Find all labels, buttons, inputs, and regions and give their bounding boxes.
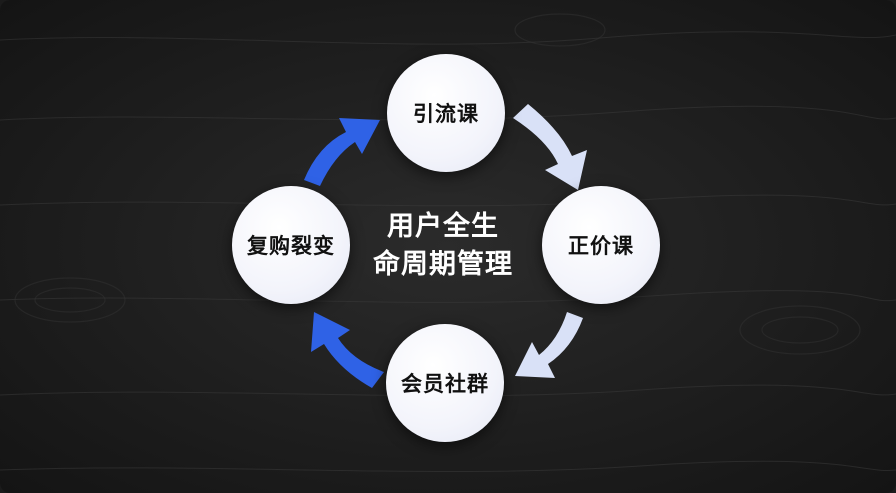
arrow-left-to-top: [304, 118, 380, 186]
node-label: 正价课: [568, 234, 634, 258]
node-label: 引流课: [413, 102, 479, 126]
node-label: 会员社群: [401, 372, 489, 396]
node-label: 复购裂变: [247, 234, 335, 258]
arrow-bottom-to-left: [311, 312, 384, 388]
center-title: 用户全生 命周期管理: [338, 208, 548, 284]
center-title-line1: 用户全生: [387, 211, 499, 242]
arrow-top-to-right: [513, 104, 587, 190]
node-member-community: 会员社群: [386, 324, 504, 442]
center-title-line2: 命周期管理: [373, 249, 513, 280]
node-traffic-course: 引流课: [387, 54, 505, 172]
arrow-right-to-bottom: [515, 312, 583, 378]
node-paid-course: 正价课: [542, 186, 660, 304]
node-repurchase-referral: 复购裂变: [232, 186, 350, 304]
